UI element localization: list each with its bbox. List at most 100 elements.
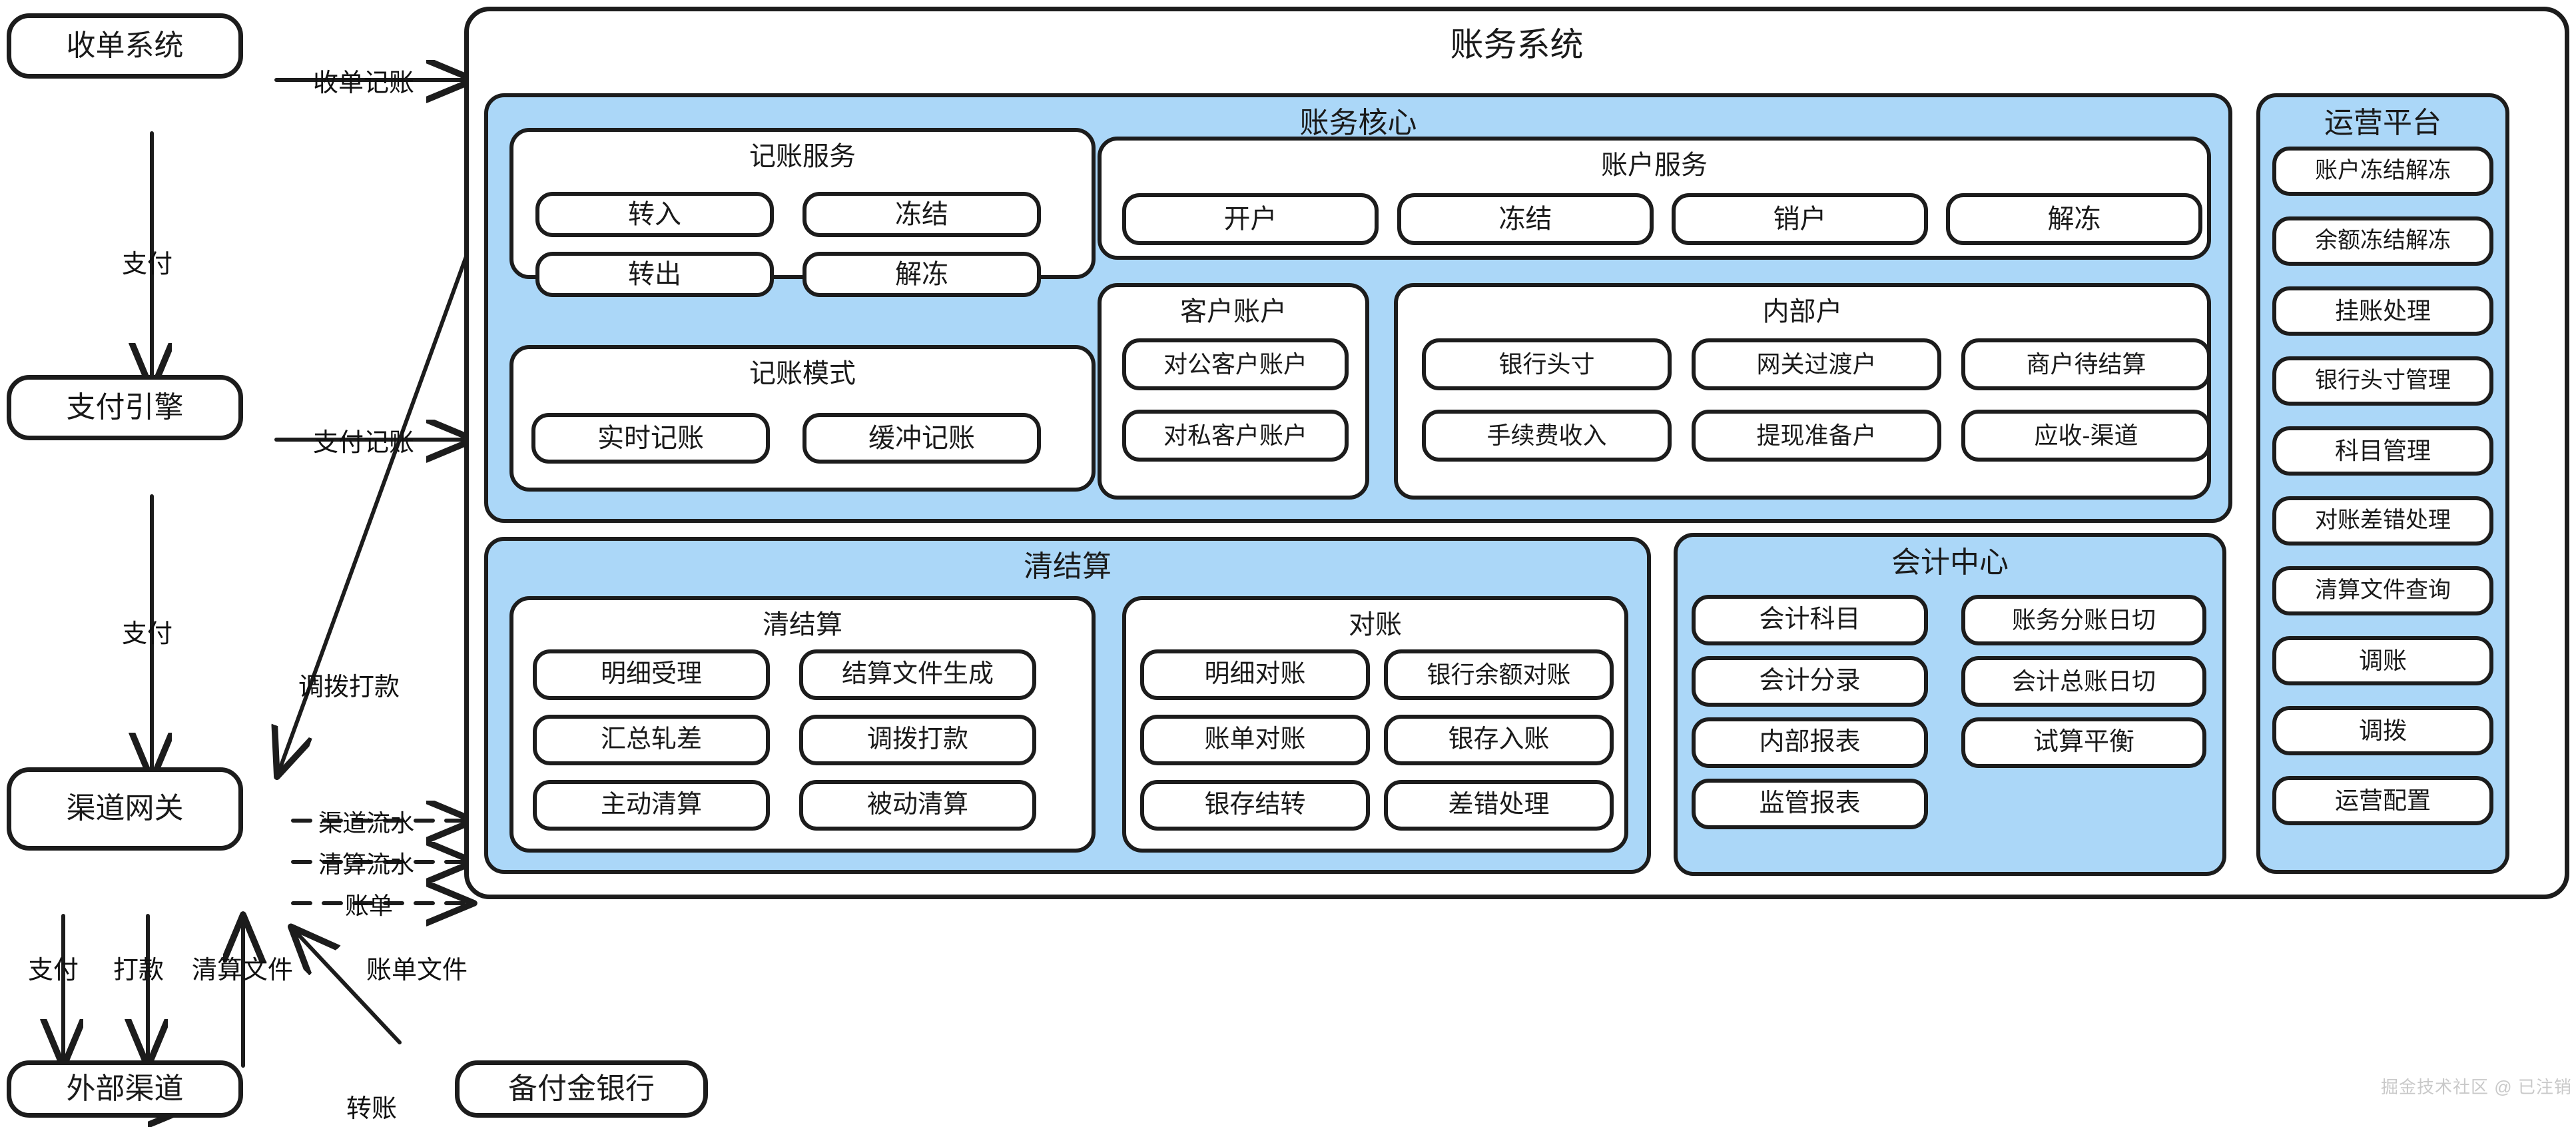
reconciliation-item-bill[interactable]: 账单对账 <box>1140 715 1370 765</box>
external-node-label: 外部渠道 <box>66 1072 184 1105</box>
edge-label-transfer-remit: 调拨打款 <box>298 673 400 701</box>
item-label: 网关过渡户 <box>1756 350 1877 378</box>
bookkeeping-service-title: 记账服务 <box>749 142 856 171</box>
settlement-item-active-clearing[interactable]: 主动清算 <box>533 780 770 831</box>
item-label: 内部报表 <box>1759 728 1861 757</box>
settlement-item-allocate-remit[interactable]: 调拨打款 <box>799 715 1036 765</box>
accounting-center-item-internal-report[interactable]: 内部报表 <box>1692 717 1928 768</box>
reconciliation-item-detail[interactable]: 明细对账 <box>1140 649 1370 700</box>
internal-account-item-withdraw-reserve[interactable]: 提现准备户 <box>1692 410 1941 462</box>
operation-item-account-freeze[interactable]: 账户冻结解冻 <box>2272 147 2493 196</box>
external-node-channel-gateway[interactable]: 渠道网关 <box>7 767 243 851</box>
item-label: 清算文件查询 <box>2315 577 2451 603</box>
edge-label-remit: 打款 <box>113 956 164 984</box>
item-label: 试算平衡 <box>2033 728 2134 757</box>
item-label: 转出 <box>628 260 681 289</box>
internal-account-item-bank-position[interactable]: 银行头寸 <box>1422 338 1672 390</box>
operation-item-allocate[interactable]: 调拨 <box>2272 706 2493 755</box>
item-label: 调账 <box>2358 647 2407 675</box>
settlement-item-netting[interactable]: 汇总轧差 <box>533 715 770 765</box>
item-label: 差错处理 <box>1448 791 1550 819</box>
accounting-center-item-trial-balance[interactable]: 试算平衡 <box>1961 717 2206 768</box>
settlement-item-detail-accept[interactable]: 明细受理 <box>533 649 770 700</box>
operation-item-clearing-file-query[interactable]: 清算文件查询 <box>2272 566 2493 615</box>
bookkeeping-mode-item-realtime[interactable]: 实时记账 <box>531 413 770 464</box>
accounting-center-title: 会计中心 <box>1891 546 2009 579</box>
operation-platform-group: 运营平台 <box>2256 93 2509 874</box>
reconciliation-item-bank-deposit[interactable]: 银存入账 <box>1384 715 1614 765</box>
item-label: 会计科目 <box>1759 605 1861 634</box>
accounting-center-item-entry[interactable]: 会计分录 <box>1692 656 1928 707</box>
item-label: 银行头寸管理 <box>2315 368 2451 394</box>
watermark: 掘金技术社区 @ 已注销 <box>2381 1077 2572 1097</box>
item-label: 明细对账 <box>1204 660 1306 689</box>
item-label: 运营配置 <box>2334 787 2431 815</box>
edge-label-bill-file: 账单文件 <box>366 956 468 984</box>
operation-item-subject-mgmt[interactable]: 科目管理 <box>2272 426 2493 476</box>
operation-item-bank-position-mgmt[interactable]: 银行头寸管理 <box>2272 356 2493 406</box>
operation-item-balance-freeze[interactable]: 余额冻结解冻 <box>2272 216 2493 266</box>
edge-label-channel-flow: 渠道流水 <box>318 809 415 837</box>
item-label: 账务分账日切 <box>2011 606 2156 634</box>
operation-item-config[interactable]: 运营配置 <box>2272 776 2493 825</box>
reconciliation-item-error-handling[interactable]: 差错处理 <box>1384 780 1614 831</box>
item-label: 银行头寸 <box>1498 350 1595 378</box>
item-label: 余额冻结解冻 <box>2315 228 2451 254</box>
operation-item-adjust-account[interactable]: 调账 <box>2272 636 2493 685</box>
item-label: 冻结 <box>895 200 948 229</box>
account-service-item-open[interactable]: 开户 <box>1122 193 1379 245</box>
bookkeeping-item-freeze[interactable]: 冻结 <box>803 192 1041 237</box>
accounting-center-item-general-ledger-cutoff[interactable]: 会计总账日切 <box>1961 656 2206 707</box>
external-node-reserve-bank[interactable]: 备付金银行 <box>455 1060 708 1118</box>
bookkeeping-item-transfer-in[interactable]: 转入 <box>535 192 774 237</box>
customer-account-group: 客户账户 <box>1098 283 1369 500</box>
operation-item-recon-error[interactable]: 对账差错处理 <box>2272 496 2493 546</box>
item-label: 银存入账 <box>1448 725 1550 754</box>
internal-account-group: 内部户 <box>1394 283 2211 500</box>
bookkeeping-item-unfreeze[interactable]: 解冻 <box>803 252 1041 297</box>
item-label: 手续费收入 <box>1486 422 1607 450</box>
internal-account-item-gateway-transit[interactable]: 网关过渡户 <box>1692 338 1941 390</box>
item-label: 挂账处理 <box>2334 297 2431 325</box>
internal-account-title: 内部户 <box>1762 297 1843 326</box>
external-node-external-channel[interactable]: 外部渠道 <box>7 1060 243 1118</box>
external-node-payment-engine[interactable]: 支付引擎 <box>7 375 243 440</box>
reconciliation-item-bank-balance[interactable]: 银行余额对账 <box>1384 649 1614 700</box>
item-label: 缓冲记账 <box>868 424 975 453</box>
item-label: 对私客户账户 <box>1163 422 1307 450</box>
accounting-center-item-ledger-split-cutoff[interactable]: 账务分账日切 <box>1961 595 2206 645</box>
item-label: 调拨 <box>2358 717 2407 745</box>
bookkeeping-mode-item-buffered[interactable]: 缓冲记账 <box>803 413 1041 464</box>
account-service-item-unfreeze[interactable]: 解冻 <box>1946 193 2202 245</box>
item-label: 账单对账 <box>1204 725 1306 754</box>
item-label: 实时记账 <box>597 424 704 453</box>
settlement-item-file-generate[interactable]: 结算文件生成 <box>799 649 1036 700</box>
accounting-center-item-subject[interactable]: 会计科目 <box>1692 595 1928 645</box>
item-label: 销户 <box>1773 204 1827 234</box>
customer-account-item-corporate[interactable]: 对公客户账户 <box>1122 338 1349 390</box>
customer-account-item-personal[interactable]: 对私客户账户 <box>1122 410 1349 462</box>
clearing-settlement-title: 清结算 <box>1024 550 1112 583</box>
item-label: 应收-渠道 <box>2034 422 2138 450</box>
item-label: 会计总账日切 <box>2011 667 2156 695</box>
reconciliation-item-bank-carryover[interactable]: 银存结转 <box>1140 780 1370 831</box>
internal-account-item-fee-income[interactable]: 手续费收入 <box>1422 410 1672 462</box>
accounting-center-item-regulatory-report[interactable]: 监管报表 <box>1692 779 1928 829</box>
internal-account-item-merchant-pending[interactable]: 商户待结算 <box>1961 338 2211 390</box>
internal-account-item-receivable-channel[interactable]: 应收-渠道 <box>1961 410 2211 462</box>
edge-label-clearing-file: 清算文件 <box>192 956 294 984</box>
external-node-acquiring[interactable]: 收单系统 <box>7 13 243 79</box>
accounting-system-title: 账务系统 <box>1450 26 1584 63</box>
operation-item-suspense[interactable]: 挂账处理 <box>2272 286 2493 336</box>
item-label: 解冻 <box>2047 204 2101 234</box>
customer-account-title: 客户账户 <box>1180 297 1287 326</box>
settlement-title: 清结算 <box>763 610 842 639</box>
account-service-item-close[interactable]: 销户 <box>1672 193 1928 245</box>
account-service-item-freeze[interactable]: 冻结 <box>1397 193 1654 245</box>
item-label: 转入 <box>628 200 681 229</box>
settlement-item-passive-clearing[interactable]: 被动清算 <box>799 780 1036 831</box>
bookkeeping-item-transfer-out[interactable]: 转出 <box>535 252 774 297</box>
item-label: 提现准备户 <box>1756 422 1877 450</box>
account-service-title: 账户服务 <box>1601 151 1708 180</box>
